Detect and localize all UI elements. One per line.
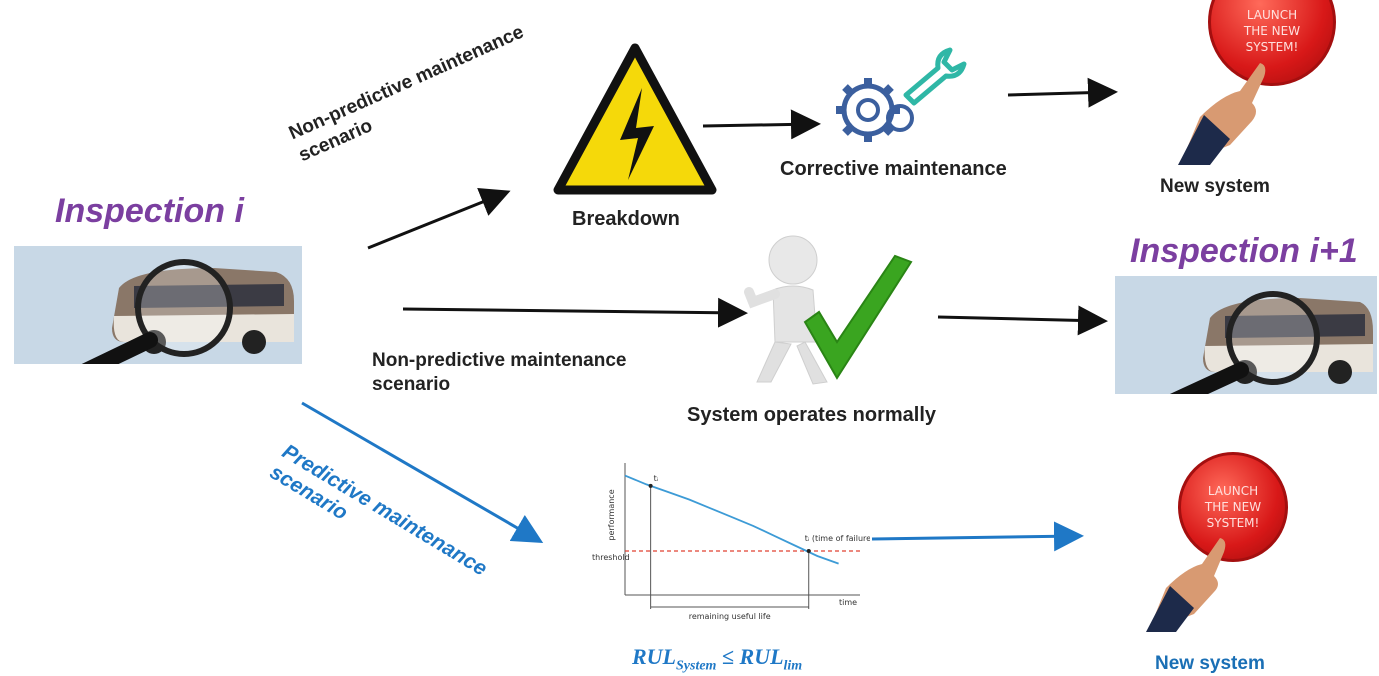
rul-formula: RULSystem ≤ RULlim (632, 644, 803, 674)
chart-ti-label: tᵢ (654, 474, 659, 483)
chart-ti-point (648, 483, 653, 488)
magnifier-bus-icon (14, 246, 302, 364)
person-checkmark-icon (744, 235, 913, 385)
arrow-normal-to-inspection (937, 305, 1108, 336)
launch-button-text: LAUNCH THE NEW SYSTEM! (1204, 484, 1262, 530)
chart-y-label: performance (607, 489, 616, 540)
corrective-maintenance-label: Corrective maintenance (780, 158, 1007, 180)
pointing-hand-icon (1178, 63, 1266, 165)
new-system-bottom-label: New system (1155, 653, 1265, 674)
launch-button-bottom: LAUNCH THE NEW SYSTEM! (1178, 452, 1288, 562)
pointing-hand-icon (1146, 538, 1226, 632)
rul-chart: performance time threshold tᵢ tᵢ (time o… (592, 463, 870, 621)
inspection-i-plus-1-image (1115, 276, 1377, 394)
gear-wrench-icon (836, 47, 967, 142)
warning-lightning-icon (553, 43, 717, 195)
magnifier-bus-icon (1115, 276, 1377, 394)
arrow-chart-to-new-system (871, 521, 1084, 552)
arrow-to-chart (301, 401, 544, 544)
arrow-breakdown-to-corrective (702, 109, 821, 140)
inspection-i-plus-1-title: Inspection i+1 (1130, 232, 1358, 270)
system-operates-normally-label: System operates normally (687, 404, 936, 426)
new-system-top-label: New system (1160, 176, 1270, 197)
chart-failure-label: tᵢ (time of failure) (805, 534, 870, 543)
chart-performance-line (624, 474, 839, 565)
chart-threshold-label: threshold (592, 553, 630, 562)
chart-rul-label: remaining useful life (689, 612, 771, 621)
scenario-label-middle: Non-predictive maintenance scenario (372, 350, 627, 395)
chart-x-label: time (839, 598, 857, 607)
inspection-i-image (14, 246, 302, 364)
launch-button-text: LAUNCH THE NEW SYSTEM! (1243, 8, 1301, 54)
breakdown-label: Breakdown (572, 208, 680, 230)
arrow-to-normal (402, 297, 748, 328)
arrow-corrective-to-new-system (1007, 77, 1118, 108)
chart-failure-point (806, 549, 811, 553)
arrow-to-breakdown (367, 188, 511, 250)
inspection-i-title: Inspection i (55, 192, 244, 230)
